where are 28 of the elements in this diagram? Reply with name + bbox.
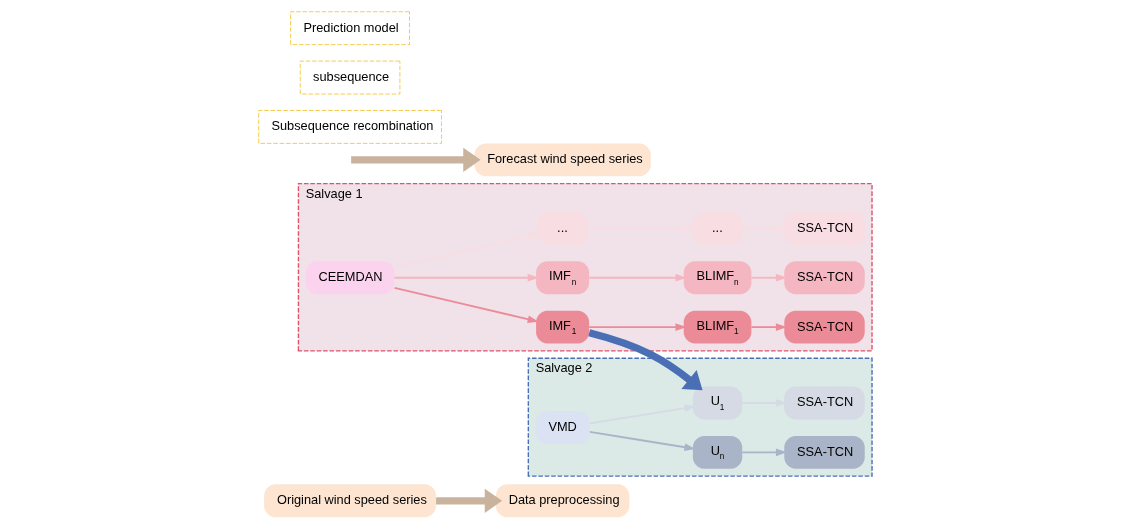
arrow [741,448,787,457]
arrow [588,323,687,331]
arrow [436,488,503,513]
node-box: U$_{1}$ [692,386,743,420]
node-box: Forecast wind speed series [474,143,651,177]
arrow [750,273,787,282]
label: Subsequence recombination [271,118,434,134]
node-box: SSA-TCN [784,435,865,469]
node-box: Data preprocessing [495,484,630,518]
arrow [393,287,539,323]
arrow [588,329,703,391]
arrow [750,323,787,331]
node-box: IMF$_{n}$ [536,261,590,295]
node-box: IMF$_{1}$ [536,310,590,344]
node-box: BLIMF$_{n}$ [683,261,752,295]
node-box: SSA-TCN [784,261,865,295]
node-box: Original wind speed series [264,484,436,518]
node-box: VMD [535,411,590,445]
label: subsequence [313,68,390,84]
arrow [588,273,687,282]
node-box: U$_{n}$ [692,435,743,469]
arrow [393,232,541,269]
node-box: CEEMDAN [305,261,395,295]
node-box: SSA-TCN [784,310,865,344]
label: Prediction model [303,19,399,35]
arrow [588,431,696,451]
arrow [393,273,539,282]
node-box: BLIMF$_{1}$ [683,310,752,344]
